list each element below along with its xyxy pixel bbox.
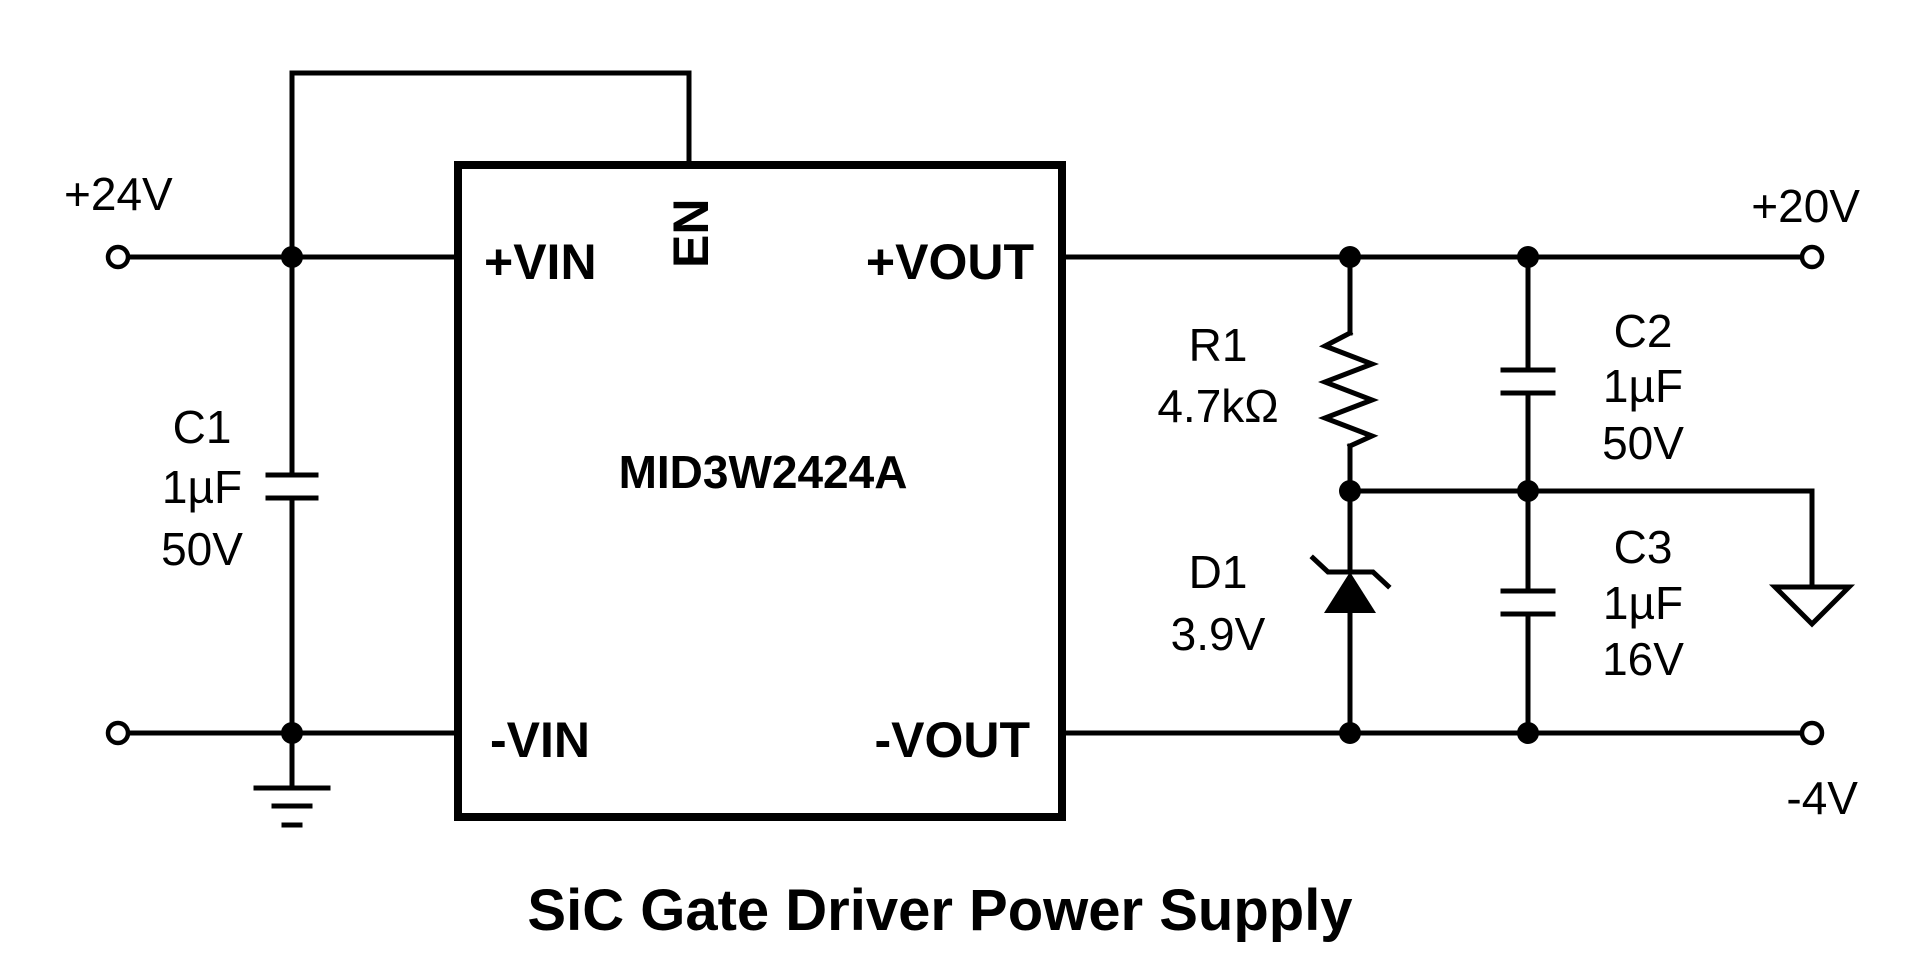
ic-block: MID3W2424A +VIN -VIN +VOUT -VOUT EN <box>454 161 1066 821</box>
c1-ref-label: C1 <box>173 401 232 453</box>
c3-rating-label: 16V <box>1602 633 1684 685</box>
output-section: +20V -4V R1 4.7kΩ D1 3.9V C2 1µF 50V C3 … <box>1059 180 1860 824</box>
terminal-input-neg <box>105 720 131 746</box>
c1-value-label: 1µF <box>162 461 242 513</box>
c2-rating-label: 50V <box>1602 417 1684 469</box>
pin-label-enable: EN <box>663 199 719 268</box>
c3-ref-label: C3 <box>1614 521 1673 573</box>
d1-value-label: 3.9V <box>1171 608 1266 660</box>
junction-node <box>1339 480 1361 502</box>
junction-node <box>281 246 303 268</box>
c1-rating-label: 50V <box>161 523 243 575</box>
capacitor-c3-icon <box>1500 588 1556 617</box>
c2-value-label: 1µF <box>1603 360 1683 412</box>
wire-common-ground <box>1347 488 1815 590</box>
ic-outline <box>454 161 1066 821</box>
earth-ground-icon <box>253 785 331 828</box>
ic-part-number: MID3W2424A <box>619 446 908 498</box>
zener-diode-d1-icon <box>1309 554 1392 613</box>
pin-label-vout-neg: -VOUT <box>874 712 1030 768</box>
terminal-input-pos <box>105 244 131 270</box>
input-section: +24V C1 1µF 50V <box>64 70 692 828</box>
output-pos-voltage-label: +20V <box>1751 180 1860 232</box>
junction-node <box>1517 722 1539 744</box>
c3-value-label: 1µF <box>1603 577 1683 629</box>
junction-node <box>1517 246 1539 268</box>
junction-node <box>1517 480 1539 502</box>
capacitor-c2-icon <box>1500 367 1556 396</box>
d1-ref-label: D1 <box>1189 546 1248 598</box>
capacitor-c1-icon <box>265 472 319 501</box>
c2-ref-label: C2 <box>1614 305 1673 357</box>
resistor-r1-icon <box>1318 329 1379 450</box>
junction-node <box>1339 246 1361 268</box>
junction-node <box>281 722 303 744</box>
output-neg-voltage-label: -4V <box>1786 772 1858 824</box>
terminal-output-neg <box>1799 720 1825 746</box>
signal-ground-icon <box>1768 584 1856 628</box>
r1-ref-label: R1 <box>1189 319 1248 371</box>
input-voltage-label: +24V <box>64 168 173 220</box>
diagram-title: SiC Gate Driver Power Supply <box>527 878 1352 943</box>
terminal-output-pos <box>1799 244 1825 270</box>
wire-enable-loop <box>289 70 692 260</box>
pin-label-vout-pos: +VOUT <box>866 234 1034 290</box>
pin-label-vin-neg: -VIN <box>490 712 590 768</box>
junction-node <box>1339 722 1361 744</box>
pin-label-vin-pos: +VIN <box>484 234 597 290</box>
r1-value-label: 4.7kΩ <box>1157 380 1278 432</box>
